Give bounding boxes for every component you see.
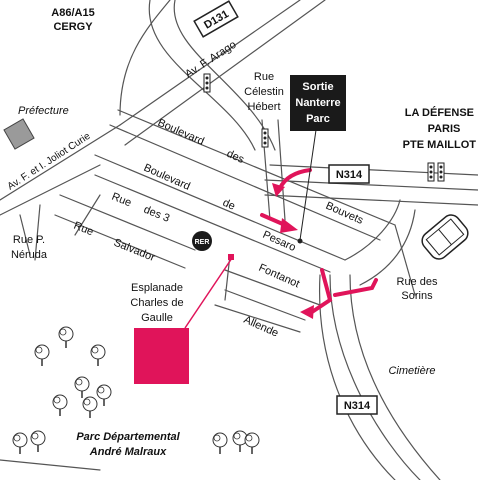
traffic-light-icon: [427, 162, 435, 182]
svg-text:N314: N314: [344, 400, 371, 412]
label-av-arago: Av. F. Arago: [183, 39, 238, 81]
route-arrow-icon: [300, 305, 314, 319]
label-celestin-name: Célestin: [244, 86, 284, 98]
road-shield-n314-bottom: N314: [336, 395, 378, 415]
tree-icon: [74, 376, 90, 398]
label-esplanade-2: Charles de: [130, 297, 183, 309]
label-neruda-name: Néruda: [11, 249, 48, 261]
tree-icon: [90, 344, 106, 366]
svg-text:Parc: Parc: [306, 113, 330, 125]
traffic-light-icon: [203, 73, 211, 93]
tree-icon: [30, 430, 46, 452]
tree-icon: [244, 432, 260, 454]
stadium-icon: [421, 214, 469, 260]
route-arrow-icon: [280, 218, 298, 233]
label-sorins-rue: Rue des: [397, 276, 438, 288]
exit-point: [297, 238, 303, 244]
label-sorins-name: Sorins: [401, 290, 433, 302]
direction-pte-maillot: PTE MAILLOT: [403, 139, 477, 151]
tree-icon: [34, 344, 50, 366]
svg-text:Nanterre: Nanterre: [295, 97, 340, 109]
label-salvador-rue: Rue: [72, 220, 95, 239]
tree-icon: [96, 384, 112, 406]
label-parc-1: Parc Départemental: [76, 431, 180, 443]
building-icon: [3, 118, 35, 150]
label-pesaro-de: de: [221, 197, 237, 213]
label-celestin-rue: Rue: [254, 71, 274, 83]
label-bouvets-des: des: [225, 148, 247, 166]
tree-icon: [82, 396, 98, 418]
label-parc-2: André Malraux: [89, 446, 167, 458]
svg-text:N314: N314: [336, 169, 363, 181]
tree-icon: [12, 432, 28, 454]
esplanade-location: [134, 328, 189, 384]
label-neruda-rue: Rue P.: [13, 234, 45, 246]
label-prefecture: Préfecture: [18, 105, 69, 117]
label-fontanot: Fontanot: [257, 262, 302, 291]
esplanade-marker: [228, 254, 234, 260]
rer-label: RER: [195, 239, 210, 246]
label-rue-des-3: des 3: [142, 204, 171, 225]
label-allende: Allende: [242, 314, 280, 340]
svg-text:Sortie: Sortie: [302, 81, 333, 93]
exit-pointer: [299, 129, 317, 241]
road-shield-d131: D131: [193, 0, 239, 38]
tree-group: [12, 326, 260, 454]
esplanade-pointer: [184, 257, 233, 329]
tree-icon: [212, 432, 228, 454]
label-rue-des-3-rue: Rue: [110, 191, 133, 210]
label-cimetiere: Cimetière: [388, 365, 435, 377]
route-arrow-icon: [278, 168, 312, 190]
direction-cergy: CERGY: [53, 21, 93, 33]
direction-paris: PARIS: [428, 123, 461, 135]
exit-box: Sortie Nanterre Parc: [290, 75, 346, 131]
traffic-light-icon: [261, 128, 269, 148]
direction-la-defense: LA DÉFENSE: [405, 106, 474, 119]
label-celestin-hebert: Hébert: [247, 101, 280, 113]
label-salvador-name: Salvador: [112, 237, 157, 265]
direction-a86: A86/A15: [51, 7, 94, 19]
label-bouvets-boulevard: Boulevard: [156, 117, 206, 148]
road-shield-n314-top: N314: [328, 164, 370, 184]
rer-station-icon: RER: [192, 231, 212, 251]
label-esplanade-3: Gaulle: [141, 312, 173, 324]
traffic-light-icon: [437, 162, 445, 182]
tree-icon: [232, 430, 248, 452]
label-esplanade-1: Esplanade: [131, 282, 183, 294]
route-arrow-icon: [272, 183, 285, 197]
tree-icon: [58, 326, 74, 348]
tree-icon: [52, 394, 68, 416]
